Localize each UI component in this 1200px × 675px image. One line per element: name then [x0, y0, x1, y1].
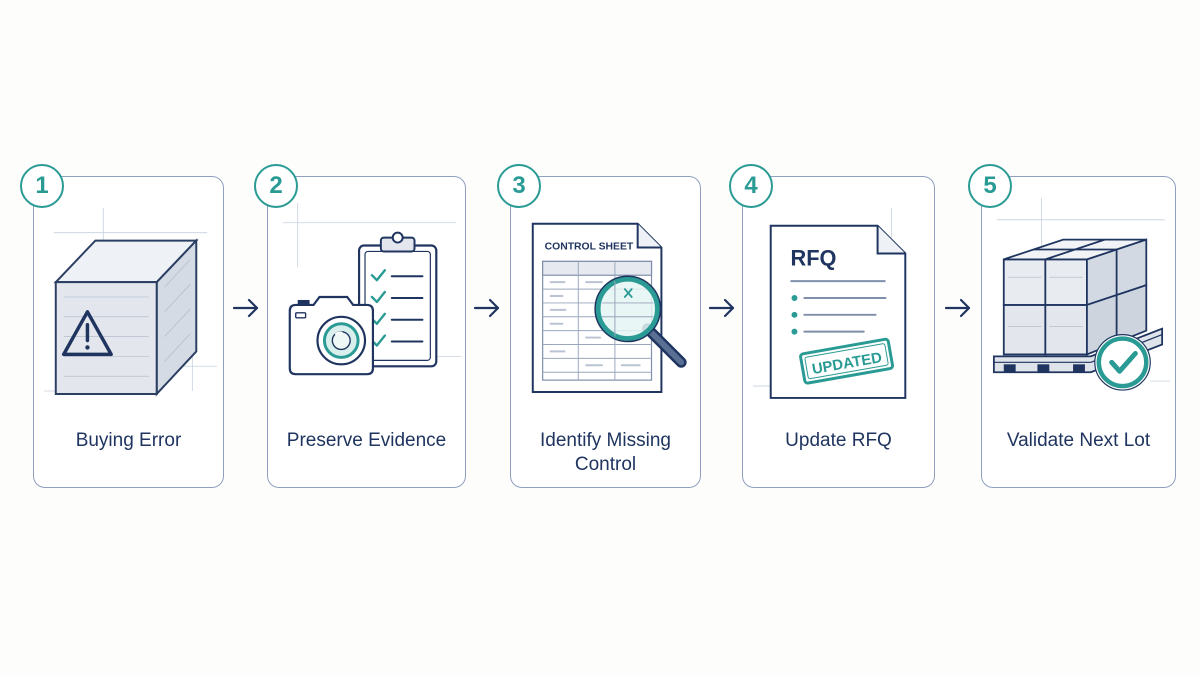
- step-card-3: 3 CONTROL SHEET: [497, 164, 701, 488]
- step-card-4: 4 RFQ UPDATED: [729, 164, 935, 488]
- step-number-badge: 3: [497, 164, 541, 208]
- updated-stamp: UPDATED: [799, 337, 895, 385]
- doc-title: CONTROL SHEET: [545, 242, 634, 253]
- step-number-badge: 4: [729, 164, 773, 208]
- control-sheet-magnifier-icon: CONTROL SHEET: [531, 222, 687, 393]
- rfq-document-icon: RFQ UPDATED: [752, 207, 907, 399]
- step-card-5: 5: [968, 164, 1176, 488]
- step-number-badge: 2: [254, 164, 298, 208]
- camera-clipboard-icon: [282, 202, 462, 376]
- step-card-1: 1: [20, 164, 224, 488]
- step-label: Update RFQ: [785, 430, 892, 451]
- step-card-2: 2: [254, 164, 466, 488]
- step-number-badge: 5: [968, 164, 1012, 208]
- warning-box-icon: [43, 207, 218, 397]
- arrow-right-icon: [944, 298, 971, 318]
- arrow-right-icon: [232, 298, 259, 318]
- step-label: Preserve Evidence: [286, 430, 447, 451]
- arrow-right-icon: [473, 298, 500, 318]
- step-label: Validate Next Lot: [1006, 430, 1151, 451]
- arrow-right-icon: [708, 298, 735, 318]
- step-label: Identify Missing Control: [540, 430, 671, 475]
- pallet-check-icon: [992, 198, 1171, 391]
- doc-title: RFQ: [791, 245, 837, 270]
- step-number-badge: 1: [20, 164, 64, 208]
- step-label: Buying Error: [75, 430, 182, 451]
